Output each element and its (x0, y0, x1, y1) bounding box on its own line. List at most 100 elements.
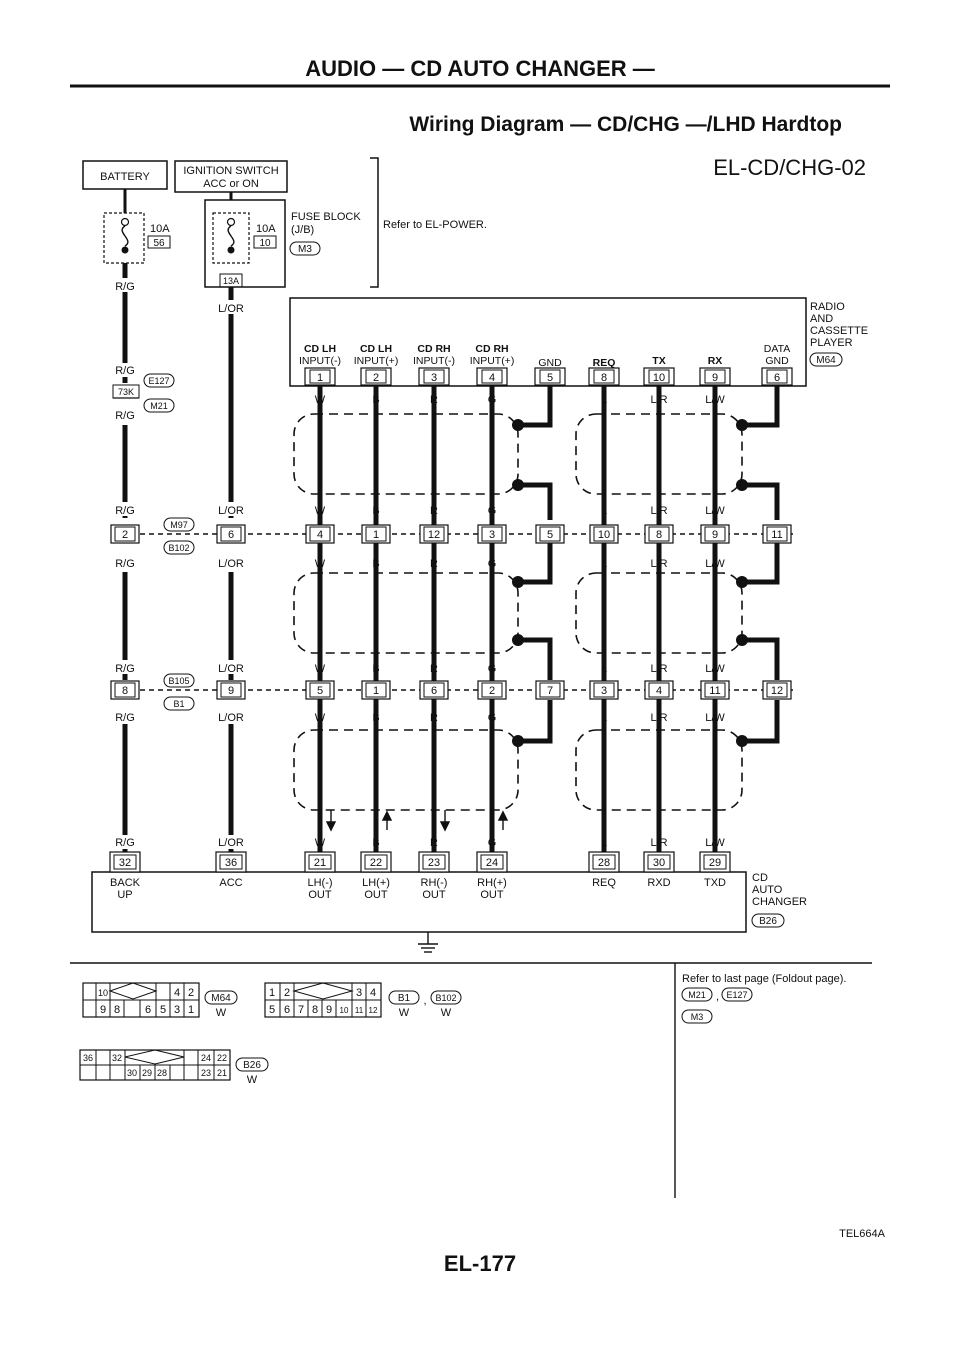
svg-text:73K: 73K (118, 387, 134, 397)
svg-text:3: 3 (431, 372, 437, 384)
svg-text:R/G: R/G (115, 365, 135, 377)
svg-text:L/OR: L/OR (218, 663, 244, 675)
svg-text:R: R (430, 505, 438, 517)
svg-text:L/W: L/W (705, 663, 725, 675)
svg-text:INPUT(-): INPUT(-) (299, 355, 341, 367)
radio-label: RADIO (810, 301, 845, 313)
radio-terminals: 1 2 3 4 5 8 10 9 6 (304, 367, 793, 386)
fuse-block-label: FUSE BLOCK (291, 211, 361, 223)
svg-text:TXD: TXD (704, 877, 726, 889)
connector-m97: M97 (170, 520, 188, 530)
svg-text:5: 5 (547, 372, 553, 384)
svg-text:6: 6 (774, 372, 780, 384)
svg-text:12: 12 (771, 685, 783, 697)
svg-text:9: 9 (712, 529, 718, 541)
svg-text:W: W (315, 837, 326, 849)
svg-text:RX: RX (708, 355, 723, 367)
svg-text:24: 24 (201, 1053, 211, 1063)
svg-text:9: 9 (326, 1004, 332, 1016)
svg-text:M64: M64 (211, 993, 231, 1004)
changer-pin-labels: BACK UP ACC LH(-) OUT LH(+) OUT RH(-) OU… (110, 877, 726, 901)
connector-face-m64: 10 4 2 9 8 6 5 3 1 M64 W (82, 982, 238, 1019)
svg-text:1: 1 (188, 1004, 194, 1016)
joint-row-1: 2 6 4 1 12 3 5 10 8 9 11 (110, 524, 792, 544)
svg-text:7: 7 (298, 1004, 304, 1016)
svg-text:OUT: OUT (422, 889, 446, 901)
svg-text:4: 4 (656, 685, 662, 697)
battery-label: BATTERY (100, 171, 150, 183)
svg-text:3: 3 (601, 685, 607, 697)
svg-text:R: R (430, 558, 438, 570)
svg-text:W: W (216, 1007, 227, 1019)
figure-code: TEL664A (839, 1228, 886, 1240)
svg-text:R/G: R/G (115, 837, 135, 849)
section-title: AUDIO — CD AUTO CHANGER — (305, 56, 655, 81)
svg-text:R/G: R/G (115, 558, 135, 570)
svg-text:,: , (716, 991, 719, 1003)
svg-text:CD RH: CD RH (417, 343, 450, 355)
svg-text:RXD: RXD (647, 877, 670, 889)
fuse-icon (227, 225, 235, 247)
svg-text:4: 4 (370, 987, 376, 999)
svg-text:8: 8 (656, 529, 662, 541)
svg-text:1: 1 (269, 987, 275, 999)
foldout-connector-m21: M21 (688, 990, 706, 1000)
svg-text:7: 7 (547, 685, 553, 697)
svg-text:2: 2 (489, 685, 495, 697)
svg-text:B: B (372, 837, 379, 849)
ignition-label-mode: ACC or ON (203, 178, 259, 190)
refer-text: Refer to EL-POWER. (383, 219, 487, 231)
svg-text:B: B (372, 558, 379, 570)
svg-text:AUTO: AUTO (752, 884, 783, 896)
connector-m21: M21 (150, 401, 168, 411)
svg-text:23: 23 (428, 857, 440, 869)
svg-text:8: 8 (114, 1004, 120, 1016)
svg-text:10: 10 (653, 372, 665, 384)
svg-text:L/R: L/R (650, 505, 667, 517)
svg-text:L/R: L/R (650, 837, 667, 849)
svg-text:W: W (399, 1007, 410, 1019)
svg-text:L/OR: L/OR (218, 505, 244, 517)
svg-text:W: W (315, 505, 326, 517)
svg-text:22: 22 (370, 857, 382, 869)
svg-text:2: 2 (188, 987, 194, 999)
connector-b1: B1 (173, 699, 184, 709)
svg-text:2: 2 (122, 529, 128, 541)
fuse-icon (121, 225, 129, 247)
svg-text:B26: B26 (243, 1060, 261, 1071)
ignition-label: IGNITION SWITCH (183, 165, 278, 177)
svg-text:9: 9 (100, 1004, 106, 1016)
svg-text:30: 30 (127, 1068, 137, 1078)
svg-text:UP: UP (117, 889, 132, 901)
svg-text:G: G (488, 505, 497, 517)
svg-text:32: 32 (119, 857, 131, 869)
svg-text:,: , (423, 995, 426, 1007)
connector-b102: B102 (168, 543, 189, 553)
page-number: EL-177 (444, 1251, 516, 1276)
svg-text:9: 9 (712, 372, 718, 384)
svg-text:INPUT(+): INPUT(+) (354, 355, 399, 367)
svg-text:10: 10 (98, 988, 108, 998)
svg-text:OUT: OUT (480, 889, 504, 901)
svg-text:28: 28 (157, 1068, 167, 1078)
fuse-block (204, 199, 286, 288)
svg-text:5: 5 (269, 1004, 275, 1016)
svg-text:CHANGER: CHANGER (752, 896, 807, 908)
svg-text:B102: B102 (435, 993, 456, 1003)
svg-text:L/W: L/W (705, 394, 725, 406)
svg-text:30: 30 (653, 857, 665, 869)
svg-text:12: 12 (428, 529, 440, 541)
svg-text:11: 11 (355, 1006, 364, 1015)
svg-text:L: L (601, 558, 607, 570)
changer-label: CD (752, 872, 768, 884)
diagram-title: Wiring Diagram — CD/CHG —/LHD Hardtop (409, 113, 842, 136)
changer-terminals: 32 36 21 22 23 24 28 30 29 (109, 851, 731, 873)
svg-text:L: L (601, 394, 607, 406)
svg-text:L/R: L/R (650, 663, 667, 675)
svg-text:8: 8 (312, 1004, 318, 1016)
svg-text:LH(-): LH(-) (307, 877, 332, 889)
svg-text:CD RH: CD RH (475, 343, 508, 355)
fuse-block-terminal: 13A (223, 276, 239, 286)
svg-text:10A: 10A (150, 223, 170, 235)
svg-text:B: B (372, 712, 379, 724)
